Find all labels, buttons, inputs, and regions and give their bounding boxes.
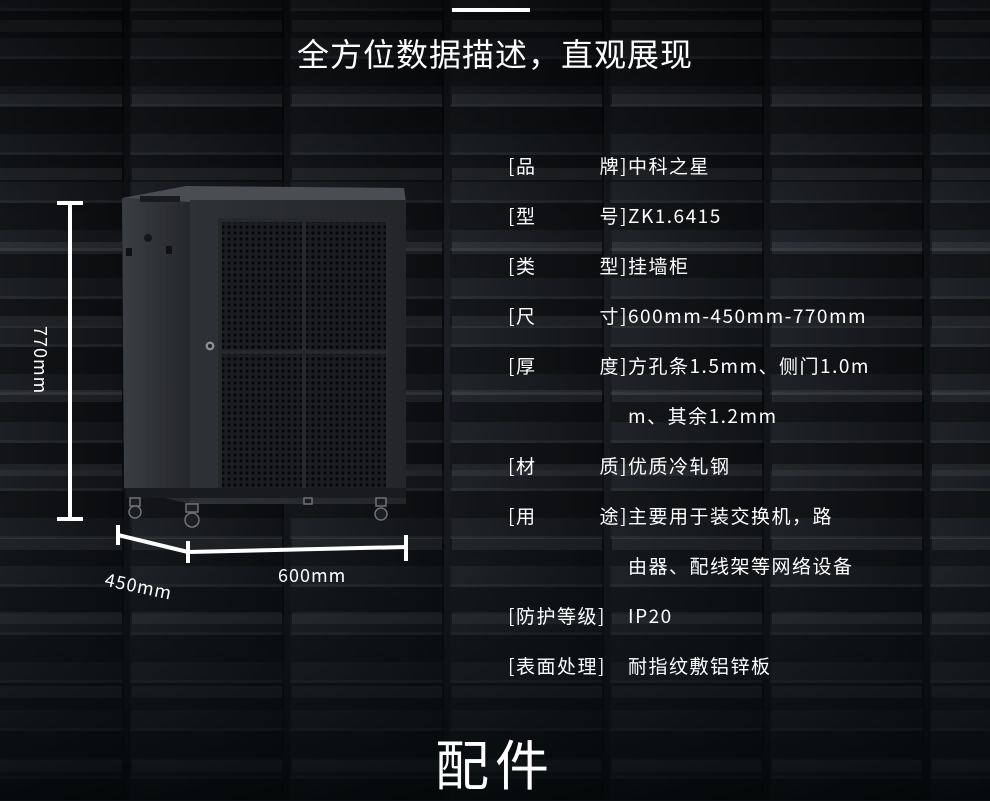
spec-row-brand: 品 牌 中科之星	[508, 140, 870, 190]
spec-row-type: 类 型 挂墙柜	[508, 240, 870, 290]
accessories-title: 配件	[435, 722, 555, 801]
spec-label-left: 用	[508, 502, 536, 529]
base-dimension-lines	[116, 525, 408, 563]
spec-label: 防护等级	[508, 602, 606, 629]
spec-label-left: 尺	[508, 302, 536, 329]
spec-value: 600mm-450mm-770mm	[628, 301, 868, 329]
height-dimension-label: 770mm	[28, 326, 54, 395]
spec-label-right: 途	[600, 502, 628, 529]
spec-value: 耐指纹敷铝锌板	[628, 651, 772, 679]
spec-label-right: 牌	[600, 152, 628, 179]
spec-label-left: 材	[508, 452, 536, 479]
spec-value: 主要用于装交换机，路	[628, 501, 834, 529]
page-headline: 全方位数据描述，直观展现	[296, 30, 693, 76]
spec-row-model: 型 号 ZK1.6415	[508, 190, 870, 240]
spec-value-continued: 由器、配线架等网络设备	[628, 551, 854, 579]
header-accent-bar	[452, 8, 530, 12]
spec-row-size: 尺 寸 600mm-450mm-770mm	[508, 290, 870, 340]
spec-label-right: 寸	[600, 302, 628, 329]
spec-label: 表面处理	[508, 652, 606, 679]
spec-value-continued: m、其余1.2mm	[628, 401, 778, 429]
spec-value: 中科之星	[628, 151, 711, 179]
spec-list: 品牌 中科之星 型号 ZK1.6415 类型 挂墙柜 尺寸 600mm-450m…	[508, 140, 870, 690]
spec-row-usage-cont: 由器、配线架等网络设备	[508, 540, 870, 590]
spec-row-surface: 表面处理 耐指纹敷铝锌板	[508, 640, 870, 690]
spec-label-left: 类	[508, 252, 536, 279]
spec-label-left: 厚	[508, 352, 536, 379]
width-dimension-label: 600mm	[278, 562, 347, 588]
spec-label-right: 度	[600, 352, 628, 379]
height-dimension-line	[68, 203, 72, 519]
spec-row-usage: 用 途 主要用于装交换机，路	[508, 490, 870, 540]
height-dimension-cap-top	[57, 201, 83, 205]
spec-label-left: 品	[508, 152, 536, 179]
spec-value: 优质冷轧钢	[628, 451, 731, 479]
spec-value: IP20	[628, 601, 673, 629]
height-dimension-cap-bottom	[57, 517, 83, 521]
spec-label-left: 型	[508, 202, 536, 229]
spec-label-right: 号	[600, 202, 628, 229]
spec-row-thickness-cont: m、其余1.2mm	[508, 390, 870, 440]
spec-row-protection: 防护等级 IP20	[508, 590, 870, 640]
spec-value: ZK1.6415	[628, 201, 722, 229]
spec-value: 挂墙柜	[628, 251, 690, 279]
spec-label-right: 型	[600, 252, 628, 279]
spec-row-thickness: 厚 度 方孔条1.5mm、侧门1.0m	[508, 340, 870, 390]
spec-label-right: 质	[600, 452, 628, 479]
spec-value: 方孔条1.5mm、侧门1.0m	[628, 351, 871, 379]
spec-row-material: 材 质 优质冷轧钢	[508, 440, 870, 490]
wall-mount-cabinet-image	[122, 186, 406, 528]
